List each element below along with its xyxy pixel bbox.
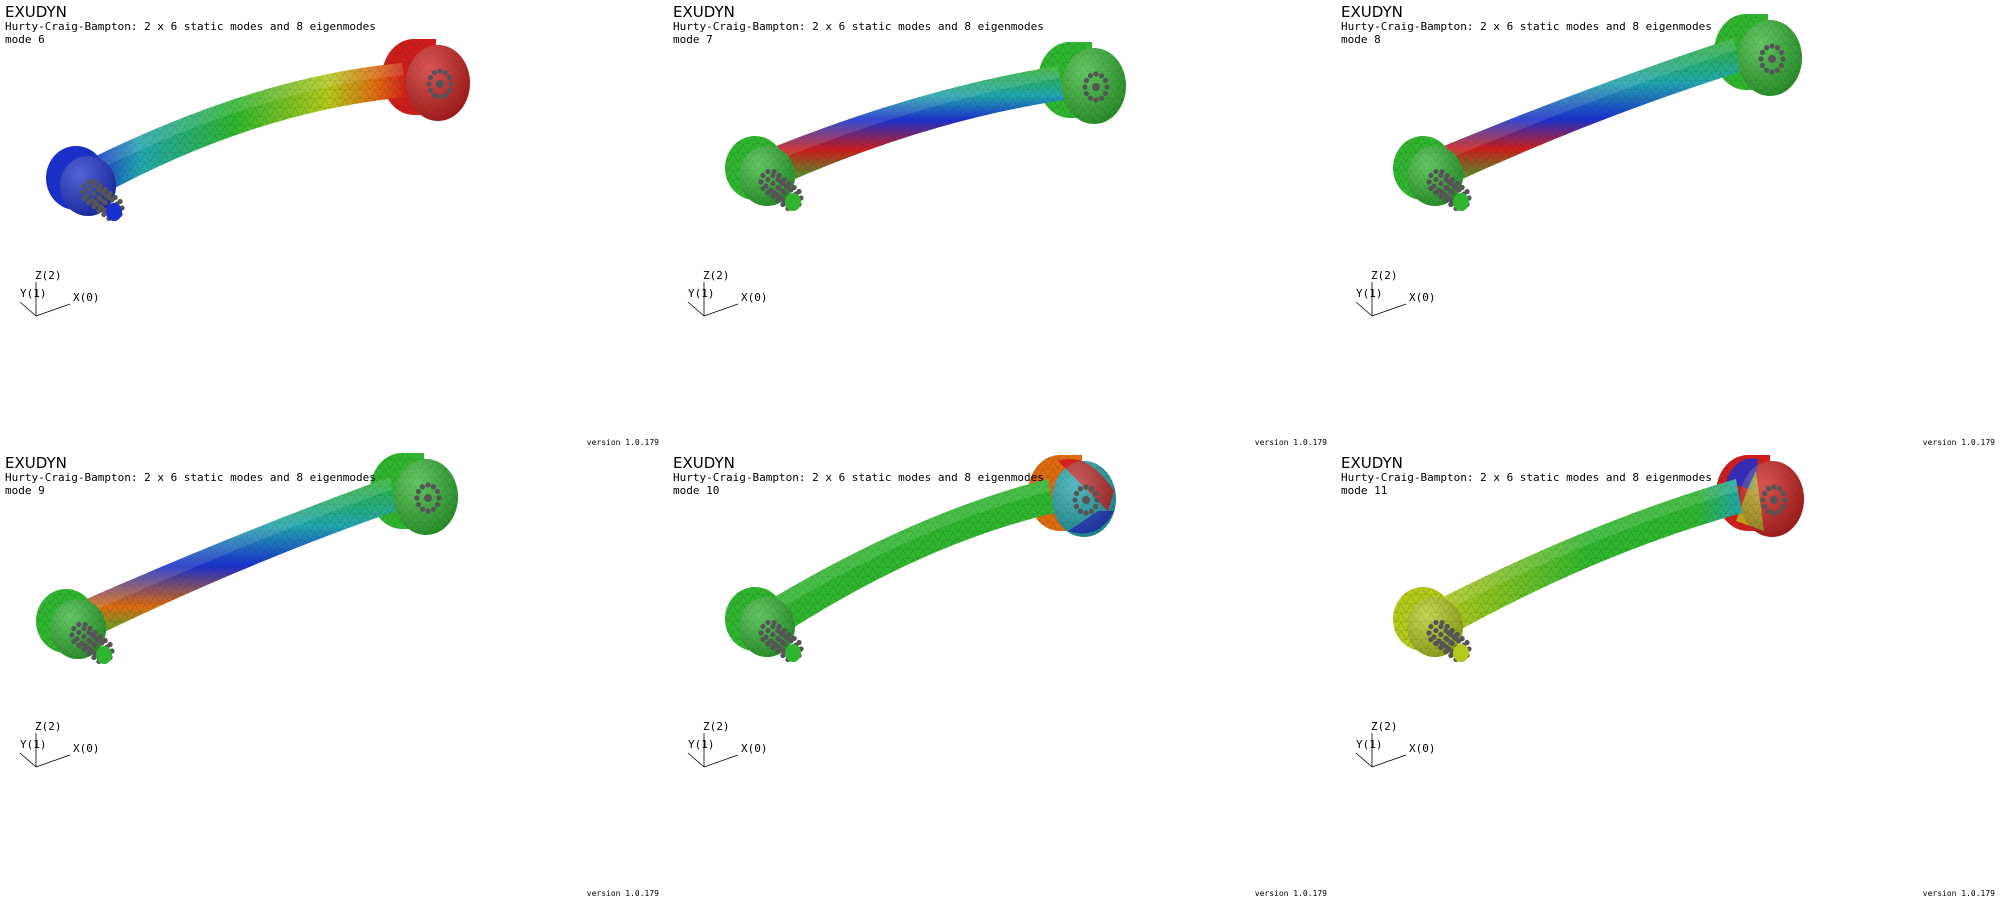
axis-x-label: X(0)	[1409, 291, 1436, 304]
axis-y-label: Y(1)	[688, 287, 715, 300]
right-bore-pins	[426, 68, 454, 100]
axis-x-label: X(0)	[741, 291, 768, 304]
left-bearing-housing	[36, 589, 115, 665]
mode-label: mode 11	[1341, 484, 1388, 497]
app-title: EXUDYN	[1341, 3, 1403, 21]
mode-label: mode 9	[5, 484, 45, 497]
app-title: EXUDYN	[673, 3, 735, 21]
axis-y-label: Y(1)	[1356, 738, 1383, 751]
fe-model-view[interactable]: Z(2) Y(1) X(0)	[668, 451, 1335, 901]
axis-z-label: Z(2)	[35, 720, 62, 733]
right-bearing-housing	[1038, 42, 1126, 124]
coordinate-triad-icon: Z(2) Y(1) X(0)	[19, 269, 100, 317]
right-bore-pins	[1758, 43, 1786, 75]
coordinate-triad-icon: Z(2) Y(1) X(0)	[1355, 269, 1436, 317]
model-description: Hurty-Craig-Bampton: 2 x 6 static modes …	[1341, 20, 1712, 33]
left-shaft-pins	[69, 621, 115, 665]
app-title: EXUDYN	[5, 3, 67, 21]
fe-model-view[interactable]: Z(2) Y(1) X(0)	[1336, 0, 2003, 450]
version-label: version 1.0.179	[1254, 889, 1327, 898]
coordinate-triad-icon: Z(2) Y(1) X(0)	[1355, 720, 1436, 768]
right-bearing-housing	[1028, 455, 1116, 537]
axis-y-label: Y(1)	[1356, 287, 1383, 300]
version-label: version 1.0.179	[1922, 438, 1995, 447]
model-description: Hurty-Craig-Bampton: 2 x 6 static modes …	[673, 471, 1044, 484]
axis-x-label: X(0)	[73, 291, 100, 304]
app-title: EXUDYN	[5, 454, 67, 472]
model-description: Hurty-Craig-Bampton: 2 x 6 static modes …	[5, 471, 376, 484]
render-panel-mode-8[interactable]: Z(2) Y(1) X(0) EXUDYN Hurty-Craig-Bampton:…	[1336, 0, 2003, 450]
axis-z-label: Z(2)	[703, 720, 730, 733]
left-shaft-pins	[79, 178, 125, 222]
fe-model-view[interactable]: Z(2) Y(1) X(0)	[0, 451, 667, 901]
render-panel-mode-7[interactable]: Z(2) Y(1) X(0) EXUDYN Hurty-Craig-Bampton:…	[668, 0, 1335, 450]
left-shaft-pins	[1426, 619, 1472, 663]
render-panel-mode-6[interactable]: Z(2) Y(1) X(0) EXUDYN Hurty-Craig-Bampton:…	[0, 0, 667, 450]
axis-y-label: Y(1)	[20, 738, 47, 751]
coordinate-triad-icon: Z(2) Y(1) X(0)	[687, 269, 768, 317]
connecting-rod	[771, 479, 1054, 637]
axis-y-label: Y(1)	[688, 738, 715, 751]
mode-label: mode 6	[5, 33, 45, 46]
render-panel-mode-9[interactable]: Z(2) Y(1) X(0) EXUDYN Hurty-Craig-Bampton:…	[0, 451, 667, 901]
mode-label: mode 7	[673, 33, 713, 46]
connecting-rod	[1439, 38, 1740, 186]
axis-z-label: Z(2)	[35, 269, 62, 282]
left-bearing-housing	[46, 146, 125, 222]
mode-label: mode 10	[673, 484, 720, 497]
version-label: version 1.0.179	[586, 438, 659, 447]
left-shaft-pins	[758, 619, 804, 663]
app-title: EXUDYN	[673, 454, 735, 472]
axis-z-label: Z(2)	[1371, 269, 1398, 282]
fe-model-view[interactable]: Z(2) Y(1) X(0)	[0, 0, 667, 450]
connecting-rod	[92, 63, 408, 196]
version-label: version 1.0.179	[1922, 889, 1995, 898]
model-description: Hurty-Craig-Bampton: 2 x 6 static modes …	[1341, 471, 1712, 484]
version-label: version 1.0.179	[586, 889, 659, 898]
coordinate-triad-icon: Z(2) Y(1) X(0)	[687, 720, 768, 768]
fe-model-view[interactable]: Z(2) Y(1) X(0)	[1336, 451, 2003, 901]
coordinate-triad-icon: Z(2) Y(1) X(0)	[19, 720, 100, 768]
left-bearing-housing	[725, 136, 804, 212]
right-bore-pins	[414, 482, 442, 514]
left-bearing-housing	[1393, 136, 1472, 212]
left-shaft-pins	[758, 168, 804, 212]
left-bearing-housing	[725, 587, 804, 663]
render-panel-mode-10[interactable]: Z(2) Y(1) X(0) EXUDYN Hurty-Craig-Bampton:…	[668, 451, 1335, 901]
axis-x-label: X(0)	[1409, 742, 1436, 755]
axis-x-label: X(0)	[73, 742, 100, 755]
model-description: Hurty-Craig-Bampton: 2 x 6 static modes …	[673, 20, 1044, 33]
connecting-rod	[82, 477, 396, 639]
left-shaft-pins	[1426, 168, 1472, 212]
model-description: Hurty-Craig-Bampton: 2 x 6 static modes …	[5, 20, 376, 33]
axis-z-label: Z(2)	[703, 269, 730, 282]
right-bore-pins	[1072, 484, 1100, 516]
left-bearing-housing	[1393, 587, 1472, 663]
app-title: EXUDYN	[1341, 454, 1403, 472]
right-bore-pins	[1082, 71, 1110, 103]
connecting-rod	[771, 66, 1064, 186]
right-bore-pins	[1760, 484, 1788, 516]
fe-model-view[interactable]: Z(2) Y(1) X(0)	[668, 0, 1335, 450]
render-panel-mode-11[interactable]: Z(2) Y(1) X(0) EXUDYN Hurty-Craig-Bampton:…	[1336, 451, 2003, 901]
mode-label: mode 8	[1341, 33, 1381, 46]
connecting-rod	[1439, 479, 1742, 637]
axis-z-label: Z(2)	[1371, 720, 1398, 733]
axis-x-label: X(0)	[741, 742, 768, 755]
axis-y-label: Y(1)	[20, 287, 47, 300]
version-label: version 1.0.179	[1254, 438, 1327, 447]
